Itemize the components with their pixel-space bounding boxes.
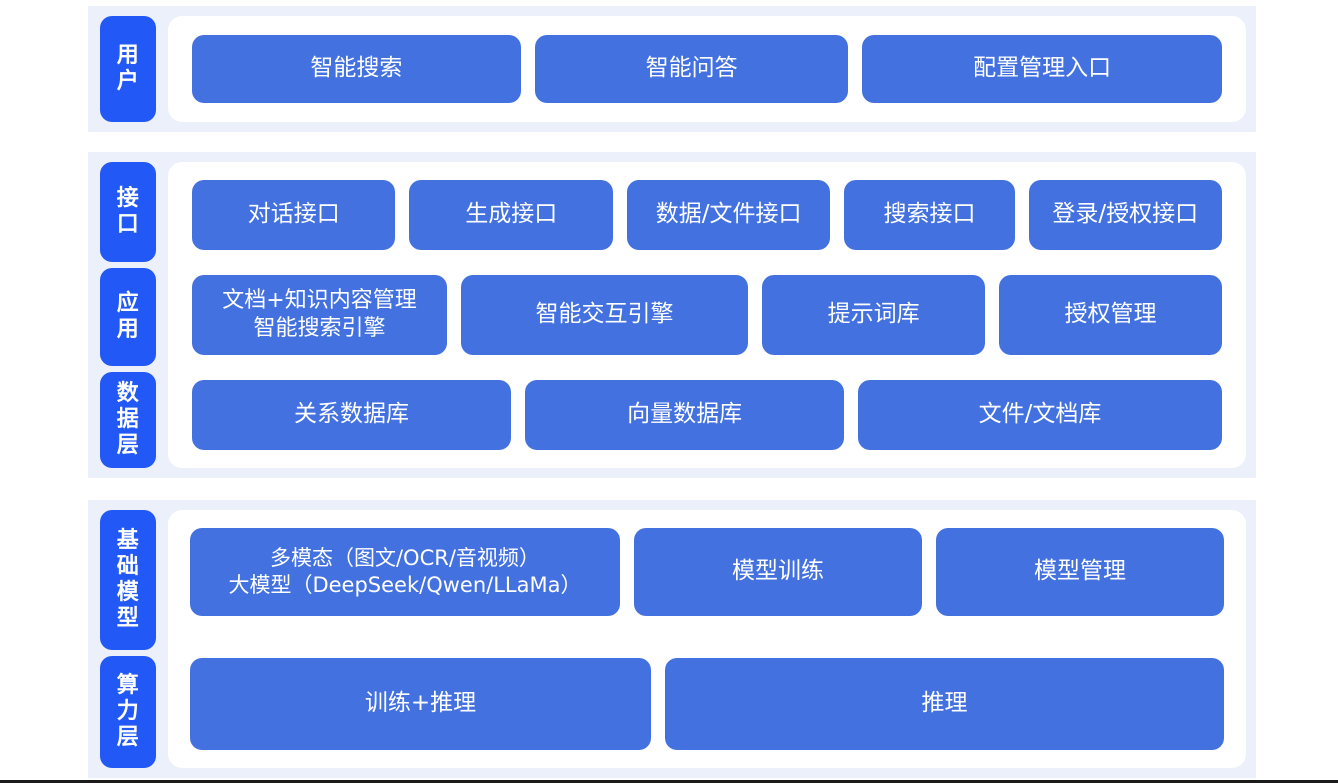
layer-label-compute-text: 算力层 bbox=[116, 673, 140, 750]
bottom-rule bbox=[0, 780, 1338, 783]
card-file-document-store[interactable]: 文件/文档库 bbox=[858, 380, 1222, 450]
panel-bottom: 多模态（图文/OCR/音视频） 大模型（DeepSeek/Qwen/LLaMa）… bbox=[168, 510, 1246, 768]
panel-middle: 对话接口 生成接口 数据/文件接口 搜索接口 登录/授权接口 文档+知识内容管理… bbox=[168, 162, 1246, 468]
layer-label-data: 数据层 bbox=[100, 372, 156, 468]
card-generation-interface[interactable]: 生成接口 bbox=[409, 180, 613, 250]
layer-label-column-bottom: 基础模型 算力层 bbox=[100, 510, 156, 768]
card-dialog-interface[interactable]: 对话接口 bbox=[192, 180, 396, 250]
layer-label-data-text: 数据层 bbox=[116, 381, 140, 458]
layer-label-column-user: 用户 bbox=[100, 16, 156, 122]
layer-label-application: 应用 bbox=[100, 268, 156, 366]
panel-user: 智能搜索 智能问答 配置管理入口 bbox=[168, 16, 1246, 122]
layer-label-interface: 接口 bbox=[100, 162, 156, 262]
layer-label-user-text: 用户 bbox=[116, 43, 140, 94]
row-data-layer: 关系数据库 向量数据库 文件/文档库 bbox=[192, 380, 1222, 450]
section-user: 用户 智能搜索 智能问答 配置管理入口 bbox=[88, 6, 1256, 132]
row-compute: 训练+推理 推理 bbox=[190, 658, 1224, 750]
layer-label-interface-text: 接口 bbox=[116, 186, 140, 237]
card-smart-interaction-engine[interactable]: 智能交互引擎 bbox=[461, 275, 749, 355]
card-training-inference[interactable]: 训练+推理 bbox=[190, 658, 651, 750]
layer-label-user: 用户 bbox=[100, 16, 156, 122]
row-user: 智能搜索 智能问答 配置管理入口 bbox=[192, 35, 1222, 103]
card-config-management-entry[interactable]: 配置管理入口 bbox=[862, 35, 1222, 103]
row-foundation-model: 多模态（图文/OCR/音视频） 大模型（DeepSeek/Qwen/LLaMa）… bbox=[190, 528, 1224, 616]
layer-label-foundation-model-text: 基础模型 bbox=[116, 528, 140, 631]
card-login-auth-interface[interactable]: 登录/授权接口 bbox=[1028, 180, 1222, 250]
card-model-training[interactable]: 模型训练 bbox=[633, 528, 922, 616]
card-doc-knowledge-search[interactable]: 文档+知识内容管理 智能搜索引擎 bbox=[192, 275, 448, 355]
card-model-management[interactable]: 模型管理 bbox=[935, 528, 1224, 616]
layer-label-compute: 算力层 bbox=[100, 656, 156, 768]
card-smart-qa[interactable]: 智能问答 bbox=[534, 35, 849, 103]
layer-label-column-middle: 接口 应用 数据层 bbox=[100, 162, 156, 468]
section-bottom: 基础模型 算力层 多模态（图文/OCR/音视频） 大模型（DeepSeek/Qw… bbox=[88, 500, 1256, 778]
card-smart-search[interactable]: 智能搜索 bbox=[192, 35, 521, 103]
card-search-interface[interactable]: 搜索接口 bbox=[844, 180, 1015, 250]
card-multimodal-llm[interactable]: 多模态（图文/OCR/音视频） 大模型（DeepSeek/Qwen/LLaMa） bbox=[190, 528, 620, 616]
section-middle: 接口 应用 数据层 对话接口 生成接口 数据/文件接口 搜索接口 登录/授权接口… bbox=[88, 152, 1256, 478]
card-authorization-management[interactable]: 授权管理 bbox=[999, 275, 1223, 355]
card-inference[interactable]: 推理 bbox=[665, 658, 1224, 750]
row-interface: 对话接口 生成接口 数据/文件接口 搜索接口 登录/授权接口 bbox=[192, 180, 1222, 250]
layer-label-application-text: 应用 bbox=[116, 291, 140, 342]
card-prompt-library[interactable]: 提示词库 bbox=[762, 275, 986, 355]
row-application: 文档+知识内容管理 智能搜索引擎 智能交互引擎 提示词库 授权管理 bbox=[192, 275, 1223, 355]
card-relational-database[interactable]: 关系数据库 bbox=[192, 380, 512, 450]
card-vector-database[interactable]: 向量数据库 bbox=[525, 380, 845, 450]
card-data-file-interface[interactable]: 数据/文件接口 bbox=[626, 180, 831, 250]
layer-label-foundation-model: 基础模型 bbox=[100, 510, 156, 650]
